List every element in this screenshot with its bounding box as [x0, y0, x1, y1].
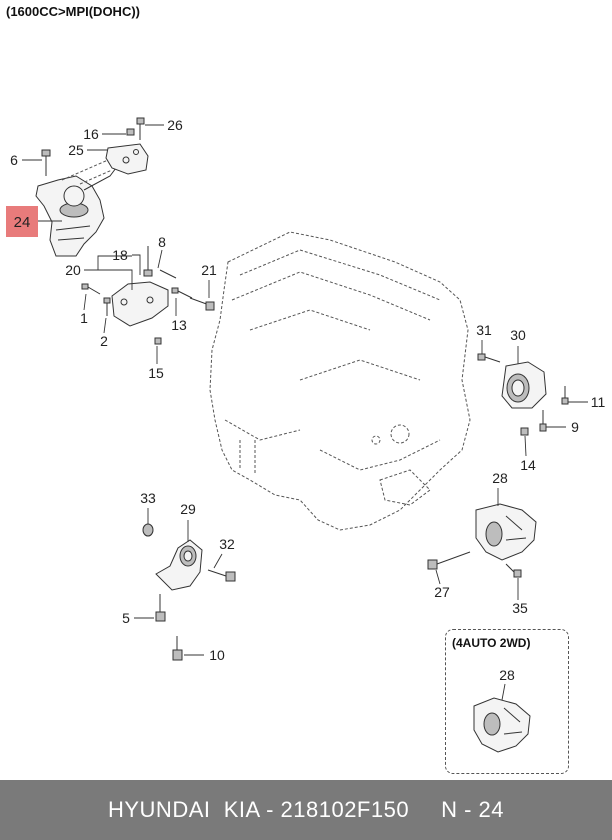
bolt-5 [155, 594, 166, 622]
bolt-11 [561, 386, 569, 405]
callout-14[interactable]: 14 [520, 457, 536, 473]
callout-18[interactable]: 18 [112, 247, 128, 263]
bolt-32 [207, 569, 236, 582]
callout-1[interactable]: 1 [80, 310, 88, 326]
callout-8[interactable]: 8 [158, 234, 166, 250]
callout-13[interactable]: 13 [171, 317, 187, 333]
bolt-9 [539, 410, 547, 432]
mount-bracket-28 [475, 503, 537, 561]
footer-page-number: N - 24 [441, 797, 504, 822]
inset-mount-28 [473, 697, 531, 753]
callout-6[interactable]: 6 [10, 152, 18, 168]
mount-insulator-30 [501, 361, 547, 409]
callout-11[interactable]: 11 [591, 394, 606, 410]
engine-block-drawing [209, 231, 471, 531]
bolt-21 [189, 297, 215, 311]
callout-29[interactable]: 29 [180, 501, 196, 517]
highlight-box [6, 206, 38, 237]
callout-25[interactable]: 25 [68, 142, 84, 158]
bolt-1 [81, 283, 101, 295]
bolt-13 [171, 287, 193, 299]
callout-31[interactable]: 31 [476, 322, 492, 338]
bolt-2 [103, 297, 111, 316]
nut-16 [126, 128, 135, 136]
nut-15 [154, 337, 162, 345]
bolt-35 [505, 563, 522, 578]
callout-5[interactable]: 5 [122, 610, 130, 626]
callout-2[interactable]: 2 [100, 333, 108, 349]
bolt-10 [172, 636, 183, 661]
callout-30[interactable]: 30 [510, 327, 526, 343]
parts-diagram: 24 6 16 26 25 18 8 20 21 1 2 13 15 31 30… [6, 117, 606, 753]
mount-insulator-29 [155, 539, 203, 591]
callout-21[interactable]: 21 [201, 262, 217, 278]
callout-26[interactable]: 26 [167, 117, 183, 133]
callout-20[interactable]: 20 [65, 262, 81, 278]
bracket-20 [111, 281, 169, 327]
callout-33[interactable]: 33 [140, 490, 156, 506]
callout-28[interactable]: 28 [492, 470, 508, 486]
callout-35[interactable]: 35 [512, 600, 528, 616]
callout-16[interactable]: 16 [83, 126, 99, 142]
inset-title: (4AUTO 2WD) [452, 636, 531, 650]
callout-24[interactable]: 24 [14, 214, 31, 231]
callout-27[interactable]: 27 [434, 584, 450, 600]
inset-callout-28[interactable]: 28 [499, 667, 515, 683]
engine-mount-bracket-24 [35, 167, 117, 257]
footer-bar: HYUNDAI KIA - 218102F150 N - 24 [0, 780, 612, 840]
callout-32[interactable]: 32 [219, 536, 235, 552]
page-title: (1600CC>MPI(DOHC)) [6, 4, 140, 19]
inset-panel: (4AUTO 2WD) 28 [445, 629, 569, 774]
callout-15[interactable]: 15 [148, 365, 164, 381]
nut-14 [520, 427, 529, 436]
callout-9[interactable]: 9 [571, 419, 579, 435]
callout-10[interactable]: 10 [209, 647, 225, 663]
footer-brand-part-number: HYUNDAI KIA - 218102F150 [107, 797, 410, 822]
inset-callout-layer: 28 [499, 667, 515, 701]
bolt-6 [41, 149, 51, 176]
bolt-26 [136, 117, 145, 140]
bolt-27 [427, 551, 471, 570]
bolt-31 [477, 353, 501, 363]
bracket-25 [105, 143, 149, 175]
stud-8 [143, 246, 153, 277]
washer-33 [142, 523, 154, 537]
